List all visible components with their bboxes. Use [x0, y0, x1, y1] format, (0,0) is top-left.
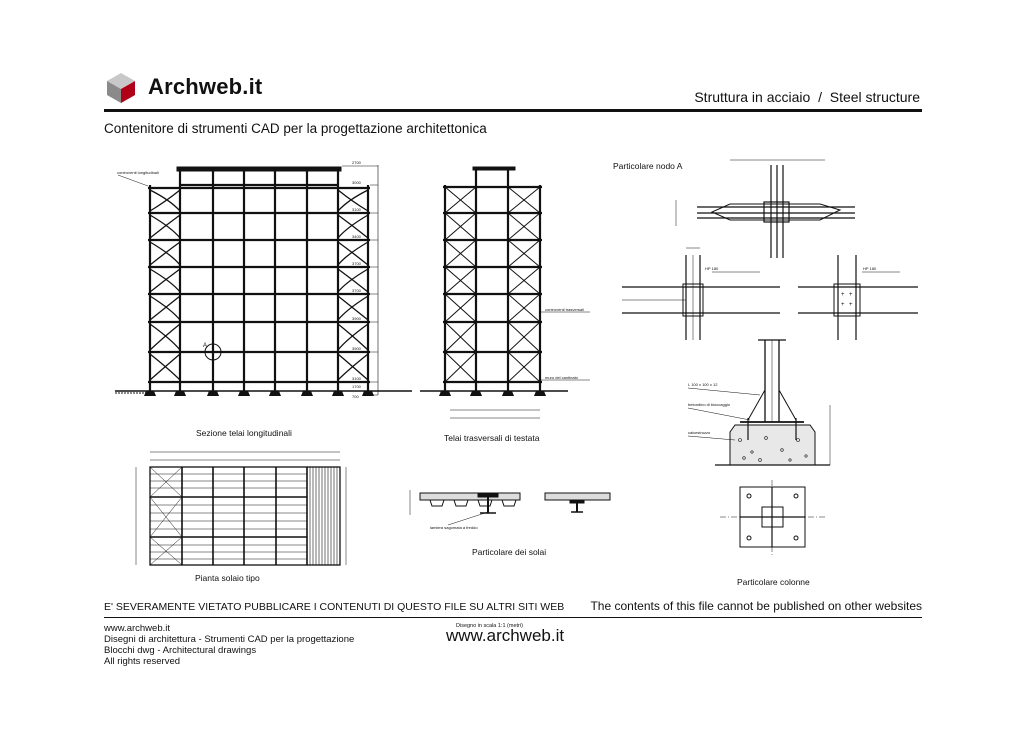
transverse-frame-section [420, 166, 590, 419]
node-a-detail: + + + + [622, 159, 918, 340]
transverse-caption: Telai trasversali di testata [444, 433, 540, 443]
typical-floor-plan [135, 451, 347, 566]
longitudinal-frame-section [115, 165, 412, 396]
level-label: 3900 [352, 316, 362, 321]
floor-sheet-note: lamiera sagomata a freddo [430, 525, 478, 530]
node-a-marker: A [203, 343, 207, 349]
column-plinth-note: calcestruzzo [688, 430, 711, 435]
level-label: 700 [352, 394, 359, 399]
level-label: 3100 [352, 207, 362, 212]
level-label: 3100 [352, 376, 362, 381]
level-label: 1700 [352, 384, 362, 389]
footer-info: www.archweb.it Disegni di architettura -… [104, 623, 354, 667]
floor-slab-detail [409, 490, 611, 526]
footer-warning-english: The contents of this file cannot be publ… [590, 599, 922, 613]
column-angle-note: L 100 x 100 x 12 [688, 382, 718, 387]
level-label: 3000 [352, 180, 362, 185]
footer-line: All rights reserved [104, 656, 181, 667]
level-label: 2700 [352, 160, 362, 165]
node-a-caption: Particolare nodo A [613, 161, 683, 171]
page-subtitle: Contenitore di strumenti CAD per la prog… [104, 121, 487, 136]
svg-text:+: + [841, 302, 845, 308]
scale-note: Disegno in scala 1:1 (metri) [456, 623, 523, 629]
footer-line: Blocchi dwg - Architectural drawings [104, 645, 257, 656]
node-profile-right: HP 180 [863, 266, 877, 271]
archweb-logo-icon [107, 73, 135, 103]
header-rule [104, 109, 922, 112]
level-label: 3700 [352, 288, 362, 293]
column-caption: Particolare colonne [737, 577, 810, 587]
footer-warning-italian: E' SEVERAMENTE VIETATO PUBBLICARE I CONT… [104, 601, 565, 613]
svg-text:+: + [849, 292, 853, 298]
column-base-detail [687, 339, 831, 555]
page-title: Struttura in acciaio / Steel structure [694, 89, 920, 105]
floor-plan-caption: Pianta solaio tipo [195, 573, 260, 583]
svg-text:+: + [841, 292, 845, 298]
longitudinal-bracing-note: controventi longitudinali [117, 170, 159, 175]
node-profile-left: HP 180 [705, 266, 719, 271]
longitudinal-level-labels: 2700 3000 3100 3400 3700 3700 3900 3900 … [352, 160, 362, 399]
svg-text:+: + [849, 302, 853, 308]
column-concrete-note: betondino di bloccaggio [688, 402, 731, 407]
footer-line: www.archweb.it [104, 623, 170, 634]
basement-wall-note: muro del cantinato [545, 375, 579, 380]
footer-url: www.archweb.it [446, 626, 565, 645]
brand-name: Archweb.it [148, 74, 263, 99]
level-label: 3400 [352, 234, 362, 239]
level-label: 3700 [352, 261, 362, 266]
footer-line: Disegni di architettura - Strumenti CAD … [104, 634, 355, 645]
level-label: 3900 [352, 346, 362, 351]
longitudinal-caption: Sezione telai longitudinali [196, 428, 292, 438]
floor-detail-caption: Particolare dei solai [472, 547, 546, 557]
footer-rule [104, 617, 922, 618]
transverse-bracing-note: controventi trasversali [545, 307, 584, 312]
